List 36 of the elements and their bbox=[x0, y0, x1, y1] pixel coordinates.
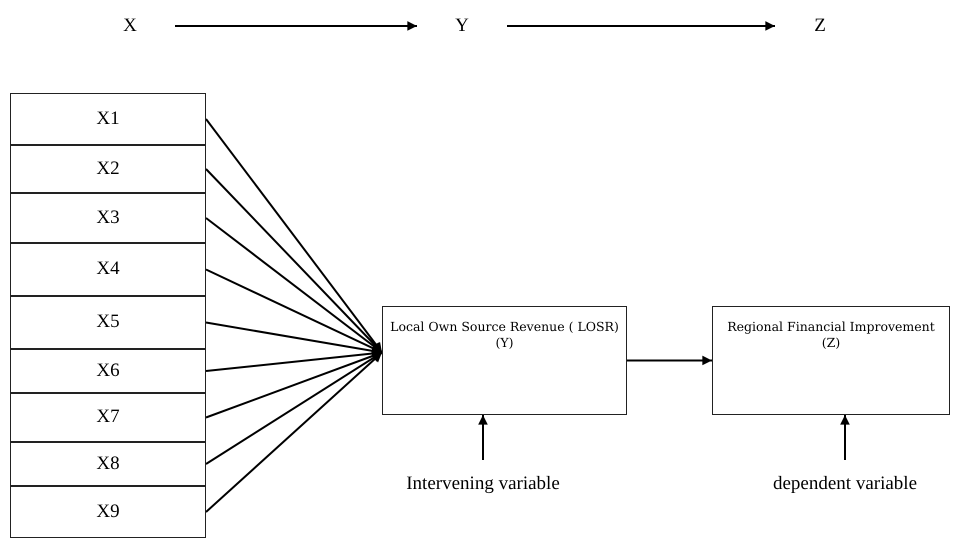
box-label: Local Own Source Revenue ( LOSR) bbox=[389, 319, 620, 336]
box-label: X1 bbox=[95, 108, 121, 130]
box-label: X5 bbox=[95, 312, 121, 333]
factor-box bbox=[10, 486, 206, 538]
arrow bbox=[478, 415, 488, 460]
factor-box bbox=[10, 296, 206, 349]
box-label: X9 bbox=[95, 502, 121, 522]
box-label: (Z) bbox=[820, 335, 842, 352]
variable-label: Intervening variable bbox=[405, 474, 561, 494]
variable-label: dependent variable bbox=[772, 474, 918, 494]
box-label: Regional Financial Improvement bbox=[726, 319, 936, 336]
box-label: X8 bbox=[95, 454, 121, 474]
factor-box bbox=[10, 243, 206, 296]
arrow bbox=[205, 352, 383, 513]
box-label: X2 bbox=[95, 158, 121, 180]
arrow bbox=[840, 415, 850, 460]
box-label: X4 bbox=[95, 259, 121, 280]
box-label: (Y) bbox=[494, 335, 514, 352]
variable-label: X bbox=[122, 16, 138, 36]
box-label: X7 bbox=[95, 407, 121, 428]
factor-box bbox=[10, 145, 206, 193]
factor-box bbox=[10, 442, 206, 486]
factor-box bbox=[10, 393, 206, 442]
variable-box bbox=[712, 306, 950, 415]
arrow bbox=[205, 118, 383, 354]
box-label: X6 bbox=[95, 360, 121, 382]
factor-box bbox=[10, 93, 206, 145]
variable-box bbox=[382, 306, 627, 415]
variable-label: Y bbox=[454, 16, 470, 36]
box-label: X3 bbox=[95, 208, 121, 228]
arrow bbox=[627, 356, 712, 366]
arrow bbox=[507, 21, 775, 31]
arrow bbox=[175, 21, 417, 31]
factor-box bbox=[10, 193, 206, 243]
factor-box bbox=[10, 349, 206, 393]
variable-label: Z bbox=[813, 16, 827, 36]
